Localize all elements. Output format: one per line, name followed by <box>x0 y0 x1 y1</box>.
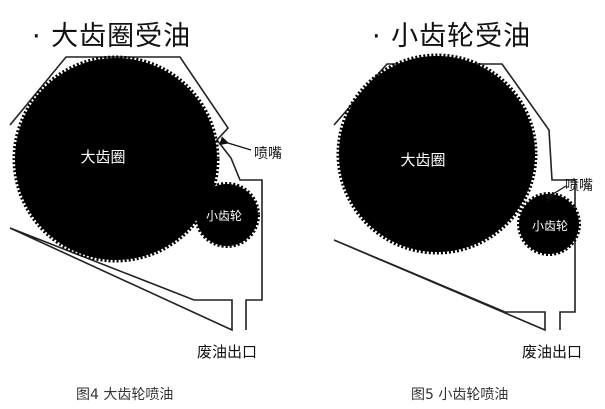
figure-4-heading: · 大齿圈受油 <box>32 21 192 52</box>
figure-4-nozzle-arrow <box>219 136 252 151</box>
figure-4-caption: 图4 大齿轮喷油 <box>76 387 174 403</box>
figure-5-nozzle-arrow <box>543 185 567 202</box>
figure-5-large-gear-label: 大齿圈 <box>400 151 445 169</box>
figure-4-diagram: 大齿圈 小齿轮 喷嘴 废油出口 <box>9 55 282 361</box>
figure-4-outlet-label: 废油出口 <box>197 343 257 361</box>
figure-4-small-gear-label: 小齿轮 <box>206 209 242 223</box>
figure-5-heading: · 小齿轮受油 <box>372 21 532 52</box>
figure-4-nozzle-label: 喷嘴 <box>254 146 282 162</box>
figure-4-large-gear <box>12 55 220 263</box>
figure-4-large-gear-label: 大齿圈 <box>80 148 125 166</box>
figure-4-housing-outline <box>9 56 263 332</box>
figure-5-small-gear-label: 小齿轮 <box>532 219 568 233</box>
figure-5-outlet-label: 废油出口 <box>522 343 582 361</box>
figure-5-caption: 图5 小齿轮喷油 <box>411 387 509 403</box>
figure-5-nozzle-label: 喷嘴 <box>565 178 593 194</box>
figure-4-small-gear <box>194 182 260 248</box>
figure-5-diagram: 大齿圈 小齿轮 喷嘴 废油出口 <box>333 53 593 361</box>
figure-5-large-gear <box>336 53 538 255</box>
